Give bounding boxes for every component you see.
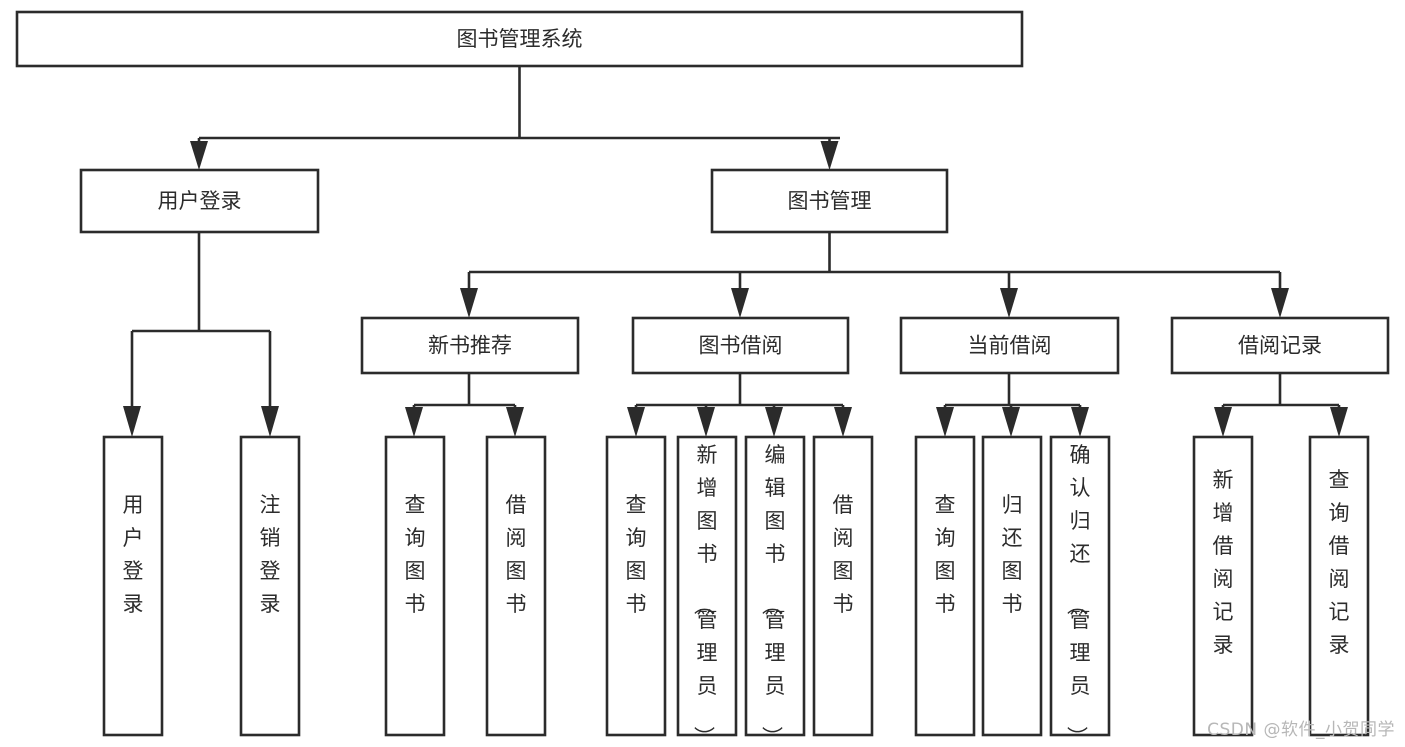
arrow-head-user-login — [190, 141, 208, 170]
node-user-login[interactable]: 用户登录 — [79, 168, 320, 234]
leaf-borrow-record-1-box — [1192, 435, 1254, 737]
leaf-current-borrow-3[interactable]: 确认归还（管理员） — [1049, 435, 1111, 747]
leaf-new-book-1[interactable]: 查询图书 — [384, 435, 446, 737]
leaf-new-book-2-label: 借阅图书 — [506, 493, 527, 616]
leaf-borrow-record-1-label: 新增借阅记录 — [1213, 468, 1234, 657]
leaf-user-login-2-box — [239, 435, 301, 737]
leaf-new-book-1-label: 查询图书 — [405, 493, 426, 616]
node-root[interactable]: 图书管理系统 — [15, 10, 1024, 68]
leaf-borrow-record-2-label: 查询借阅记录 — [1329, 468, 1350, 657]
leaf-book-borrow-3-label: 编辑图书（管理员） — [760, 443, 786, 747]
leaf-user-login-2[interactable]: 注销登录 — [239, 435, 301, 737]
leaf-current-borrow-2-box — [981, 435, 1043, 737]
leaf-current-borrow-3-box — [1049, 435, 1111, 737]
leaf-current-borrow-2[interactable]: 归还图书 — [981, 435, 1043, 737]
arrow-head-newbook-leaf-2 — [506, 407, 524, 437]
node-book-management-label: 图书管理 — [788, 189, 872, 213]
leaf-book-borrow-4-box — [812, 435, 874, 737]
node-new-book-recommend-label: 新书推荐 — [428, 334, 512, 358]
node-user-login-box — [79, 168, 320, 234]
node-root-box — [15, 10, 1024, 68]
node-current-borrow-label: 当前借阅 — [968, 334, 1052, 358]
leaf-book-borrow-1-box — [605, 435, 667, 737]
leaf-user-login-2-label: 注销登录 — [260, 493, 281, 616]
node-current-borrow[interactable]: 当前借阅 — [899, 316, 1120, 375]
leaf-book-borrow-4[interactable]: 借阅图书 — [812, 435, 874, 737]
leaf-current-borrow-2-label: 归还图书 — [1002, 493, 1023, 616]
node-borrow-record-label: 借阅记录 — [1238, 334, 1322, 358]
leaf-book-borrow-3-box — [744, 435, 806, 737]
arrow-head-book-manage — [820, 141, 839, 170]
node-current-borrow-box — [899, 316, 1120, 375]
node-book-borrow-box — [631, 316, 850, 375]
node-book-borrow-label: 图书借阅 — [699, 334, 783, 358]
arrow-head-currentborrow-leaf-1 — [936, 407, 954, 437]
leaf-book-borrow-2-box — [676, 435, 738, 737]
arrow-head-borrowrecord-leaf-1 — [1214, 407, 1232, 437]
leaf-borrow-record-1[interactable]: 新增借阅记录 — [1192, 435, 1254, 737]
leaf-current-borrow-1[interactable]: 查询图书 — [914, 435, 976, 737]
arrow-head-currentborrow-leaf-3 — [1071, 407, 1089, 437]
arrow-head-currentborrow-leaf-2 — [1002, 407, 1020, 437]
node-user-login-label: 用户登录 — [158, 189, 242, 213]
arrow-head-bookborrow-leaf-2 — [697, 407, 715, 437]
arrow-head-user-leaf-1 — [123, 406, 141, 437]
arrow-head-borrowrecord-leaf-2 — [1330, 407, 1348, 437]
connector-layer — [123, 66, 1348, 437]
node-new-book-recommend[interactable]: 新书推荐 — [360, 316, 580, 375]
arrow-head-current-borrow — [1000, 288, 1018, 318]
arrow-head-user-leaf-2 — [261, 406, 279, 437]
node-book-borrow[interactable]: 图书借阅 — [631, 316, 850, 375]
leaf-borrow-record-2[interactable]: 查询借阅记录 — [1308, 435, 1370, 737]
leaf-book-borrow-1-label: 查询图书 — [626, 493, 647, 616]
leaf-user-login-1[interactable]: 用户登录 — [102, 435, 164, 737]
leaf-new-book-1-box — [384, 435, 446, 737]
leaf-user-login-1-box — [102, 435, 164, 737]
leaf-user-login-1-label: 用户登录 — [123, 493, 144, 616]
leaf-current-borrow-1-label: 查询图书 — [935, 493, 956, 616]
leaf-new-book-2-box — [485, 435, 547, 737]
leaf-borrow-record-2-box — [1308, 435, 1370, 737]
node-book-management[interactable]: 图书管理 — [710, 168, 949, 234]
node-new-book-recommend-box — [360, 316, 580, 375]
leaf-current-borrow-3-label: 确认归还（管理员） — [1065, 443, 1091, 747]
leaf-book-borrow-4-label: 借阅图书 — [833, 493, 854, 616]
node-borrow-record[interactable]: 借阅记录 — [1170, 316, 1390, 375]
leaf-current-borrow-1-box — [914, 435, 976, 737]
leaf-new-book-2[interactable]: 借阅图书 — [485, 435, 547, 737]
leaf-book-borrow-1[interactable]: 查询图书 — [605, 435, 667, 737]
arrow-head-bookborrow-leaf-1 — [627, 407, 645, 437]
leaf-book-borrow-2[interactable]: 新增图书（管理员） — [676, 435, 738, 747]
arrow-head-new-book — [460, 288, 478, 318]
arrow-head-bookborrow-leaf-3 — [765, 407, 783, 437]
arrow-head-bookborrow-leaf-4 — [834, 407, 852, 437]
arrow-head-newbook-leaf-1 — [405, 407, 423, 437]
leaf-book-borrow-3[interactable]: 编辑图书（管理员） — [744, 435, 806, 747]
node-borrow-record-box — [1170, 316, 1390, 375]
node-book-management-box — [710, 168, 949, 234]
arrow-head-borrow-book — [731, 288, 749, 318]
leaf-book-borrow-2-label: 新增图书（管理员） — [692, 443, 718, 747]
arrow-head-borrow-record — [1271, 288, 1289, 318]
node-root-label: 图书管理系统 — [457, 27, 583, 51]
